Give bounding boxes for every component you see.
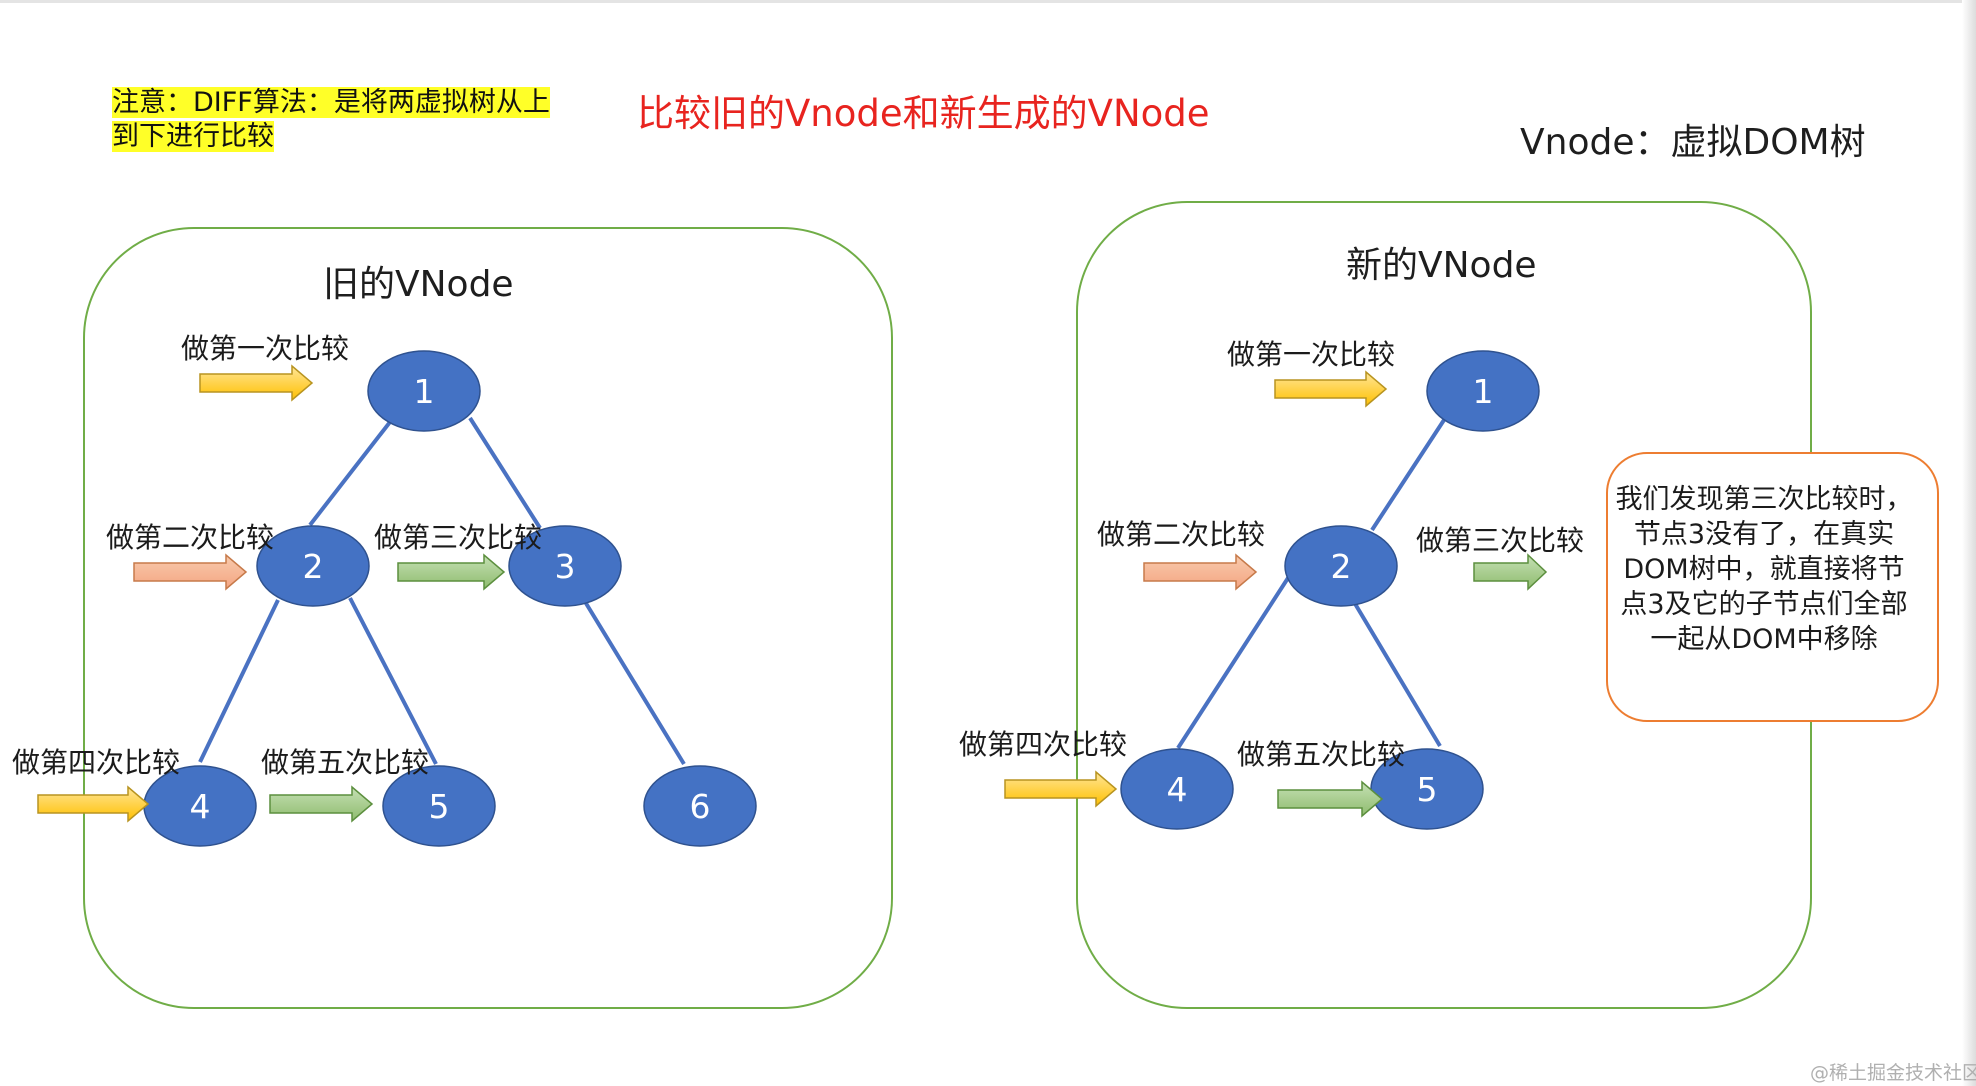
old-tree-title: 旧的VNode <box>323 264 514 305</box>
new-step-5-label: 做第五次比较 <box>1237 738 1406 771</box>
vnode-definition: Vnode：虚拟DOM树 <box>1520 122 1866 163</box>
new-arrow-step-1 <box>1274 370 1388 408</box>
old-node-3: 3 <box>508 525 622 607</box>
old-arrow-step-2 <box>133 553 248 591</box>
new-arrow-step-2 <box>1143 553 1258 591</box>
callout-box <box>1606 452 1939 722</box>
page-top-border <box>0 0 1976 3</box>
old-node-5: 5 <box>382 765 496 847</box>
new-node-1: 1 <box>1426 350 1540 432</box>
new-arrow-step-3 <box>1473 553 1548 591</box>
old-node-2-label: 2 <box>303 547 324 586</box>
old-node-1-label: 1 <box>414 372 435 411</box>
old-node-1: 1 <box>367 350 481 432</box>
new-step-4-label: 做第四次比较 <box>959 728 1128 761</box>
callout-text: 我们发现第三次比较时，节点3没有了，在真实DOM树中，就直接将节点3及它的子节点… <box>1615 484 1913 655</box>
old-step-2-label: 做第二次比较 <box>106 521 275 554</box>
new-node-2: 2 <box>1284 525 1398 607</box>
new-node-4: 4 <box>1120 748 1234 830</box>
old-step-5-label: 做第五次比较 <box>261 746 430 779</box>
old-edge-3-6 <box>582 598 686 766</box>
old-edge-2-5 <box>348 597 438 765</box>
new-node-1-label: 1 <box>1473 372 1494 411</box>
new-tree-title: 新的VNode <box>1346 245 1537 286</box>
new-step-1-label: 做第一次比较 <box>1227 338 1396 371</box>
new-arrow-step-4 <box>1004 770 1118 808</box>
old-step-4-label: 做第四次比较 <box>12 746 181 779</box>
new-node-4-label: 4 <box>1167 770 1188 809</box>
old-arrow-step-5 <box>269 785 374 823</box>
old-node-2: 2 <box>256 525 370 607</box>
new-edge-2-5 <box>1352 600 1442 748</box>
new-node-5-label: 5 <box>1417 770 1438 809</box>
new-edge-2-4 <box>1176 576 1290 750</box>
old-node-6: 6 <box>643 765 757 847</box>
old-node-6-label: 6 <box>690 787 711 826</box>
old-edge-1-2 <box>308 420 392 527</box>
old-node-3-label: 3 <box>555 547 576 586</box>
old-step-3-label: 做第三次比较 <box>374 521 543 554</box>
diagram-title: 比较旧的Vnode和新生成的VNode <box>637 92 1210 135</box>
old-arrow-step-1 <box>199 364 314 402</box>
new-step-2-label: 做第二次比较 <box>1097 518 1266 551</box>
page-right-edge <box>1962 0 1976 1086</box>
new-node-2-label: 2 <box>1331 547 1352 586</box>
new-edge-1-2 <box>1370 418 1446 532</box>
old-node-4: 4 <box>143 765 257 847</box>
watermark: @稀土掘金技术社区 <box>1810 1062 1976 1084</box>
old-edge-1-3 <box>468 416 542 530</box>
old-node-4-label: 4 <box>190 787 211 826</box>
old-node-5-label: 5 <box>429 787 450 826</box>
old-tree-frame <box>83 227 893 1009</box>
diff-note: 注意：DIFF算法：是将两虚拟树从上到下进行比较 <box>112 86 572 154</box>
old-arrow-step-3 <box>397 553 506 591</box>
new-node-5: 5 <box>1370 748 1484 830</box>
old-edge-2-4 <box>198 599 280 763</box>
new-arrow-step-5 <box>1277 780 1384 818</box>
new-step-3-label: 做第三次比较 <box>1416 524 1585 557</box>
old-step-1-label: 做第一次比较 <box>181 332 350 365</box>
old-arrow-step-4 <box>37 785 150 823</box>
